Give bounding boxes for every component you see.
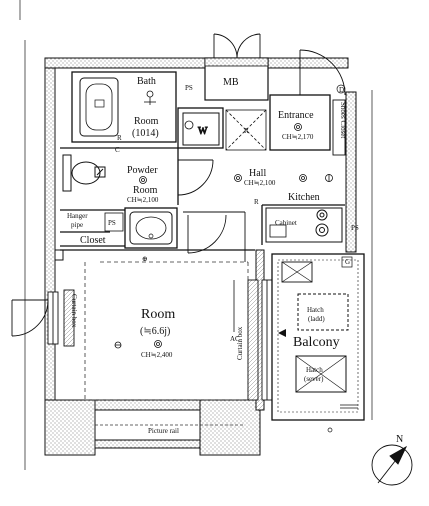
refrigerator-space: R (225, 109, 267, 151)
balcony-area (271, 253, 365, 421)
mb-doors[interactable] (213, 33, 261, 59)
washer-label: W (198, 126, 208, 137)
hall-light-icon (234, 174, 242, 182)
hatch-ladd-sub: (ladd) (308, 315, 325, 323)
entrance-name: Entrance (278, 110, 314, 121)
hatch-sever-sub: (sever) (304, 375, 324, 383)
g-marker-icon (341, 256, 353, 268)
left-window[interactable] (47, 289, 75, 347)
shoes-closet-label: Shoes Closet (339, 102, 347, 138)
room-area: (≒6.6j) (140, 326, 170, 337)
powder-light-icon (139, 176, 147, 184)
basin-marker: ⊕ (142, 255, 148, 263)
balcony-arrow-icon (278, 329, 286, 337)
mb-label: MB (223, 77, 239, 88)
room-light-icon (154, 340, 162, 348)
compass-north-label: N (396, 434, 403, 445)
hatch-ladd-label: Hatch (307, 306, 324, 314)
compass-icon (371, 444, 413, 486)
kitchen-r-label: R (254, 198, 259, 206)
bath-room-size: (1014) (132, 128, 159, 139)
entrance-door[interactable] (299, 49, 346, 96)
d-marker-icon (336, 84, 346, 94)
picture-rail-label: Picture rail (148, 427, 179, 435)
washer: W (182, 112, 220, 146)
wash-basin (129, 211, 173, 245)
room-outlet-icon (114, 341, 122, 349)
entrance-ch: CH≒2,170 (282, 133, 314, 141)
curtain-box-left-label: Curtain box (70, 294, 78, 328)
shower-icon (144, 90, 156, 105)
ps-top-label: PS (185, 84, 193, 92)
interior-partitions (60, 71, 345, 251)
bath-r-label: R (117, 134, 122, 142)
hatch-sever-label: Hatch (306, 366, 323, 374)
bath-room-name: Bath (137, 76, 156, 87)
ac-label: AC (230, 335, 240, 343)
hall-door[interactable] (187, 214, 227, 254)
d-label: D (339, 86, 344, 94)
powder-room-ch: CH≒2,100 (127, 196, 159, 204)
balcony-drain-icon (327, 404, 358, 433)
powder-c-label: C (115, 146, 120, 154)
entrance-light-icon (294, 123, 302, 131)
powder-room-name2: Room (133, 185, 158, 196)
toilet (62, 154, 106, 192)
fridge-r-label: R (244, 127, 249, 135)
hanger-pipe-label-1: Hanger (67, 212, 88, 220)
kitchen-name: Kitchen (288, 192, 320, 203)
mb-box: MB (204, 57, 269, 101)
right-window[interactable] (247, 279, 273, 401)
powder-door[interactable] (177, 159, 214, 196)
walls (44, 57, 357, 456)
room-ch: CH≒2,400 (141, 351, 173, 359)
bath-room-name2: Room (134, 116, 159, 127)
hall-ch: CH≒2,100 (244, 179, 276, 187)
left-balcony-door[interactable] (11, 299, 49, 337)
hanger-pipe-label-2: pipe (71, 221, 83, 229)
hall-lights-right (299, 174, 333, 182)
ps-mid-label: PS (108, 219, 116, 227)
room-name: Room (141, 307, 175, 322)
closet-label: Closet (80, 235, 106, 246)
bathtub (79, 77, 119, 137)
balcony-name: Balcony (293, 335, 340, 350)
g-label: G (345, 258, 350, 266)
kitchen-cabinet-label: Cabinet (275, 219, 297, 227)
powder-room-name: Powder (127, 165, 158, 176)
room-door[interactable] (183, 211, 246, 262)
shoes-closet: Shoes Closet (332, 99, 347, 156)
kitchen-counter (265, 207, 343, 243)
ps-right-label: PS (351, 224, 359, 232)
site-boundary (19, 0, 373, 470)
hall-name: Hall (249, 168, 266, 179)
ps-box-mid (104, 212, 124, 232)
curtain-box-right-label: Curtain box (236, 326, 244, 360)
